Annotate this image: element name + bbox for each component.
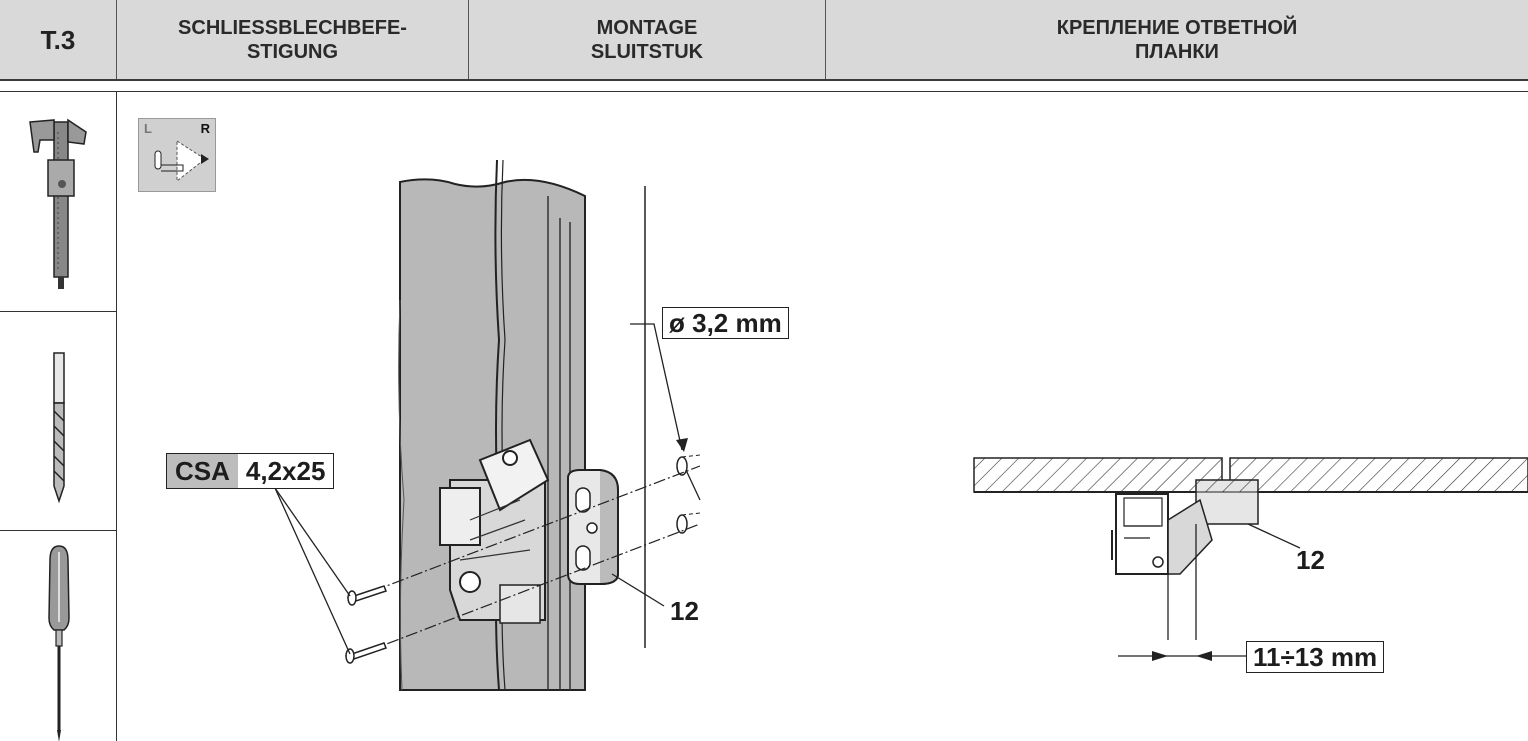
header-bar: T.3 SCHLIESSBLECHBEFE- STIGUNG MONTAGE S… (0, 0, 1528, 81)
screwdriver-icon (48, 545, 70, 741)
content-top-border (0, 91, 1528, 92)
frame-profile (399, 178, 586, 691)
tool-cell-caliper (0, 92, 116, 312)
hinge-side-icon: L R (138, 118, 216, 192)
caliper-icon (29, 118, 87, 289)
screw (347, 585, 387, 606)
section-view (973, 457, 1528, 661)
gap-dimension-label: 11÷13 mm (1246, 641, 1385, 673)
tool-column (0, 92, 117, 741)
tool-cell-screwdriver (0, 530, 116, 741)
screw-type: CSA (167, 454, 238, 488)
part-number-main: 12 (670, 596, 699, 626)
drill-diameter-label: ø 3,2 mm (662, 307, 789, 339)
tool-cell-drill (0, 311, 116, 531)
header-divider (116, 0, 117, 79)
drill-bit-icon (53, 352, 65, 504)
header-divider (825, 0, 826, 79)
strike-plate (567, 469, 619, 585)
screw-size: 4,2x25 (237, 454, 334, 488)
screw (345, 642, 387, 664)
title-dutch: MONTAGE SLUITSTUK (590, 16, 704, 63)
right-side-label: R (200, 121, 210, 136)
header-divider (468, 0, 469, 79)
section-code: T.3 (40, 24, 76, 55)
screw-spec-label: CSA 4,2x25 (166, 453, 335, 489)
title-german: SCHLIESSBLECHBEFE- STIGUNG (178, 16, 407, 63)
lock-mechanism (439, 438, 550, 624)
left-side-label: L (144, 121, 152, 136)
door-swing-icon (154, 140, 209, 183)
part-number-section: 12 (1296, 545, 1325, 575)
title-russian: КРЕПЛЕНИЕ ОТВЕТНОЙ ПЛАНКИ (1056, 16, 1298, 63)
